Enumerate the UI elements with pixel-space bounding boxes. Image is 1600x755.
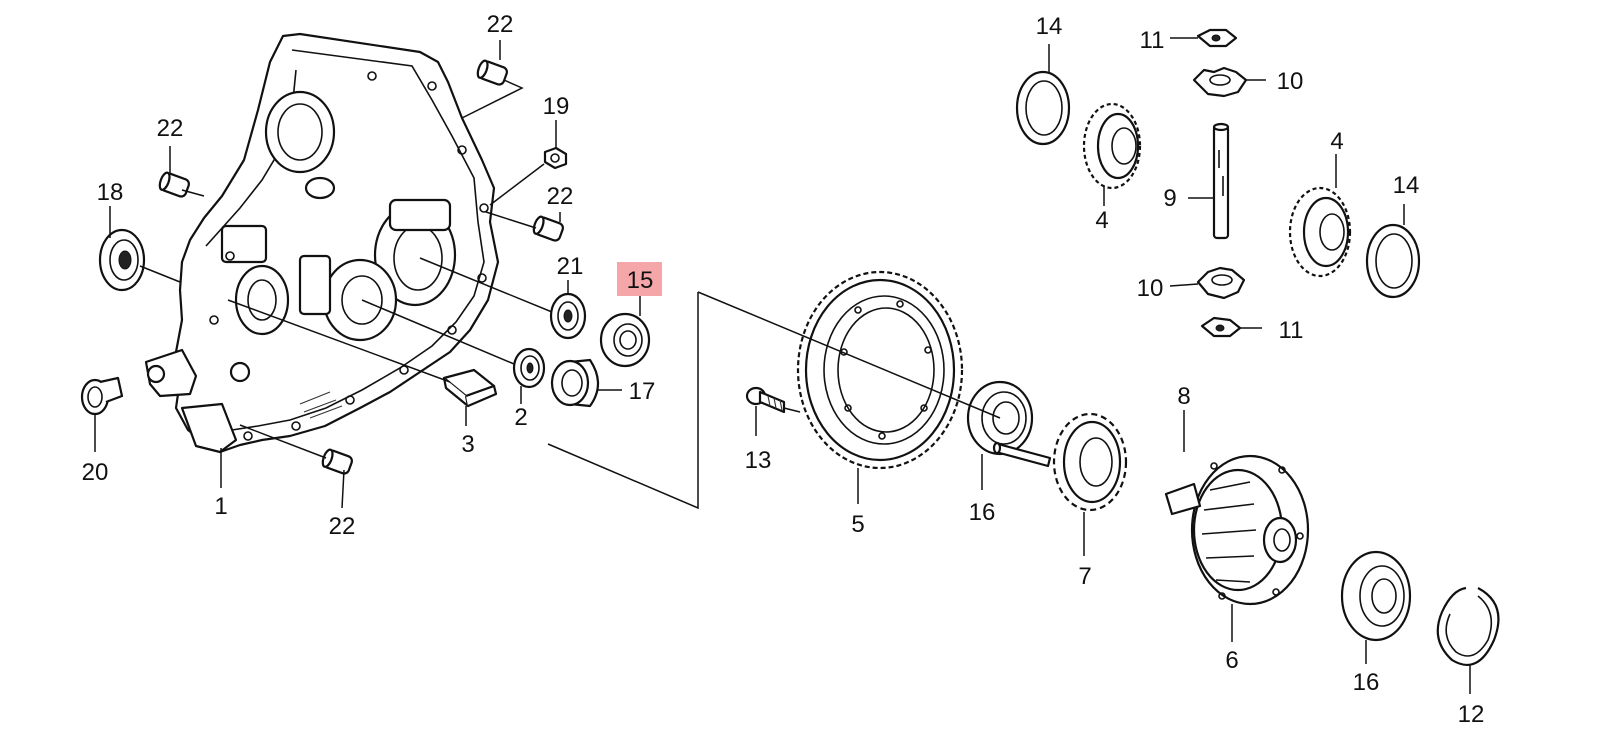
thrust-washer-part-14-left[interactable]: [1015, 70, 1071, 146]
pinion-gear-part-10-top[interactable]: [1192, 66, 1248, 98]
callout-22-bottom[interactable]: 22: [329, 513, 356, 540]
dowel-pin-part-22-right[interactable]: [532, 215, 564, 242]
callout-16-center[interactable]: 16: [969, 499, 996, 526]
callout-13[interactable]: 13: [745, 447, 772, 474]
oil-seal-part-18[interactable]: [98, 228, 146, 292]
callout-1[interactable]: 1: [214, 493, 227, 520]
pinion-pin-part-8[interactable]: [992, 441, 1052, 468]
callout-20[interactable]: 20: [82, 459, 109, 486]
callout-8[interactable]: 8: [1177, 383, 1190, 410]
dowel-pin-part-22-top[interactable]: [476, 59, 508, 86]
callout-22-top[interactable]: 22: [487, 11, 514, 38]
callout-11-top[interactable]: 11: [1140, 27, 1165, 54]
pulser-ring-part-7[interactable]: [1052, 412, 1128, 512]
bolt-part-13[interactable]: [745, 386, 786, 414]
callout-19[interactable]: 19: [543, 93, 570, 120]
callout-9[interactable]: 9: [1163, 185, 1176, 212]
differential-carrier-part-6[interactable]: [1164, 454, 1310, 606]
callout-15[interactable]: 15: [627, 267, 654, 294]
callout-3[interactable]: 3: [461, 431, 474, 458]
callout-7[interactable]: 7: [1078, 563, 1091, 590]
side-gear-part-4-left[interactable]: [1082, 102, 1142, 190]
callout-14-left[interactable]: 14: [1036, 13, 1063, 40]
callout-11-bottom[interactable]: 11: [1279, 317, 1304, 344]
bearing-part-2[interactable]: [512, 347, 546, 389]
pinion-shaft-part-9[interactable]: [1212, 122, 1230, 240]
roller-bearing-part-17[interactable]: [550, 358, 600, 408]
callout-22-right[interactable]: 22: [547, 183, 574, 210]
callout-10-top[interactable]: 10: [1277, 68, 1304, 95]
ball-bearing-part-15[interactable]: [599, 312, 651, 368]
callout-10-bottom[interactable]: 10: [1137, 275, 1164, 302]
callout-17[interactable]: 17: [629, 378, 656, 405]
thrust-washer-part-14-right[interactable]: [1365, 223, 1421, 299]
callout-2[interactable]: 2: [514, 404, 527, 431]
nut-part-19[interactable]: [543, 146, 568, 170]
dowel-pin-part-22-left[interactable]: [158, 171, 190, 198]
leader-lines: [94, 37, 1471, 694]
callout-18[interactable]: 18: [97, 179, 124, 206]
pinion-washer-part-11-bottom[interactable]: [1200, 316, 1242, 338]
callout-21[interactable]: 21: [557, 253, 584, 280]
final-driven-gear-part-5[interactable]: [796, 270, 964, 470]
pinion-gear-part-10-bottom[interactable]: [1196, 266, 1246, 300]
callout-6[interactable]: 6: [1225, 647, 1238, 674]
transmission-housing-part-1[interactable]: [144, 32, 500, 454]
snap-ring-part-12[interactable]: [1436, 586, 1500, 666]
callout-12[interactable]: 12: [1458, 701, 1485, 728]
highlight-box-part-15: [617, 262, 662, 296]
callout-labels: 1 2 3 4 4 5 6 7 8 9 10 10 11 11 12 13 14…: [82, 11, 1485, 728]
callout-22-left[interactable]: 22: [157, 115, 184, 142]
plug-part-20[interactable]: [80, 376, 124, 416]
callout-16-lower[interactable]: 16: [1353, 669, 1380, 696]
callout-4-right[interactable]: 4: [1330, 128, 1343, 155]
callout-14-right[interactable]: 14: [1393, 172, 1420, 199]
callout-4-left[interactable]: 4: [1095, 207, 1108, 234]
side-gear-part-4-right[interactable]: [1288, 186, 1352, 278]
pinion-washer-part-11-top[interactable]: [1196, 28, 1238, 48]
callout-5[interactable]: 5: [851, 511, 864, 538]
magnet-part-3[interactable]: [442, 368, 498, 408]
needle-bearing-part-21[interactable]: [549, 292, 587, 340]
tapered-bearing-part-16-lower[interactable]: [1340, 550, 1412, 642]
dowel-pin-part-22-bottom[interactable]: [321, 448, 353, 475]
